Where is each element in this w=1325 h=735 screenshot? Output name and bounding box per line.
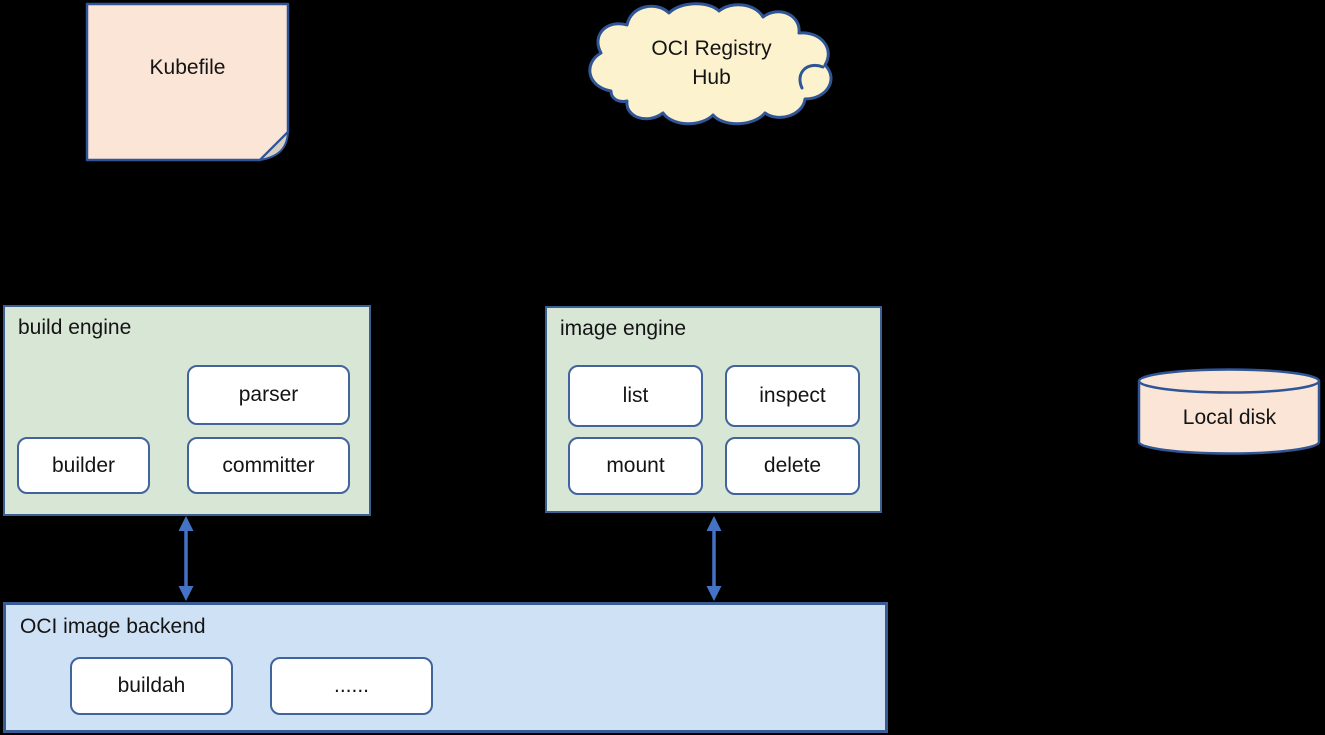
- build-engine-box: build engine parser builder committer: [3, 305, 371, 516]
- oci-registry-cloud-shape: [588, 2, 833, 126]
- oci-registry-hub-label: OCI Registry Hub: [583, 34, 840, 92]
- other-backends-chip: ......: [270, 657, 433, 715]
- image-engine-title: image engine: [560, 317, 687, 340]
- oci-registry-hub-label-line1: OCI Registry: [651, 37, 772, 60]
- build-engine-title: build engine: [18, 316, 132, 339]
- oci-image-backend-box: OCI image backend buildah ......: [3, 602, 888, 733]
- buildah-chip: buildah: [70, 657, 233, 715]
- kubefile-note-fold: [259, 131, 289, 161]
- committer-chip: committer: [187, 437, 350, 494]
- local-disk-label: Local disk: [1182, 406, 1277, 429]
- cylinder-body: [1137, 381, 1321, 455]
- mount-chip: mount: [568, 437, 703, 495]
- delete-chip: delete: [725, 437, 860, 495]
- parser-chip: parser: [187, 365, 350, 425]
- oci-image-backend-title: OCI image backend: [20, 615, 206, 638]
- kubefile-note-shape: [85, 2, 290, 162]
- kubefile-note-page: [85, 2, 290, 162]
- build-engine-backend-arrow: [178, 516, 194, 601]
- cloud-outline: [588, 2, 833, 126]
- oci-registry-hub-label-line2: Hub: [692, 66, 731, 89]
- image-engine-backend-arrow: [706, 516, 722, 601]
- cloud-inner-curl: [798, 64, 825, 90]
- builder-chip: builder: [17, 437, 150, 494]
- list-chip: list: [568, 365, 703, 427]
- cylinder-top: [1137, 368, 1321, 394]
- image-engine-box: image engine list inspect mount delete: [545, 306, 882, 513]
- local-disk-cylinder-shape: [1137, 368, 1321, 455]
- kubefile-label: Kubefile: [149, 56, 226, 79]
- inspect-chip: inspect: [725, 365, 860, 427]
